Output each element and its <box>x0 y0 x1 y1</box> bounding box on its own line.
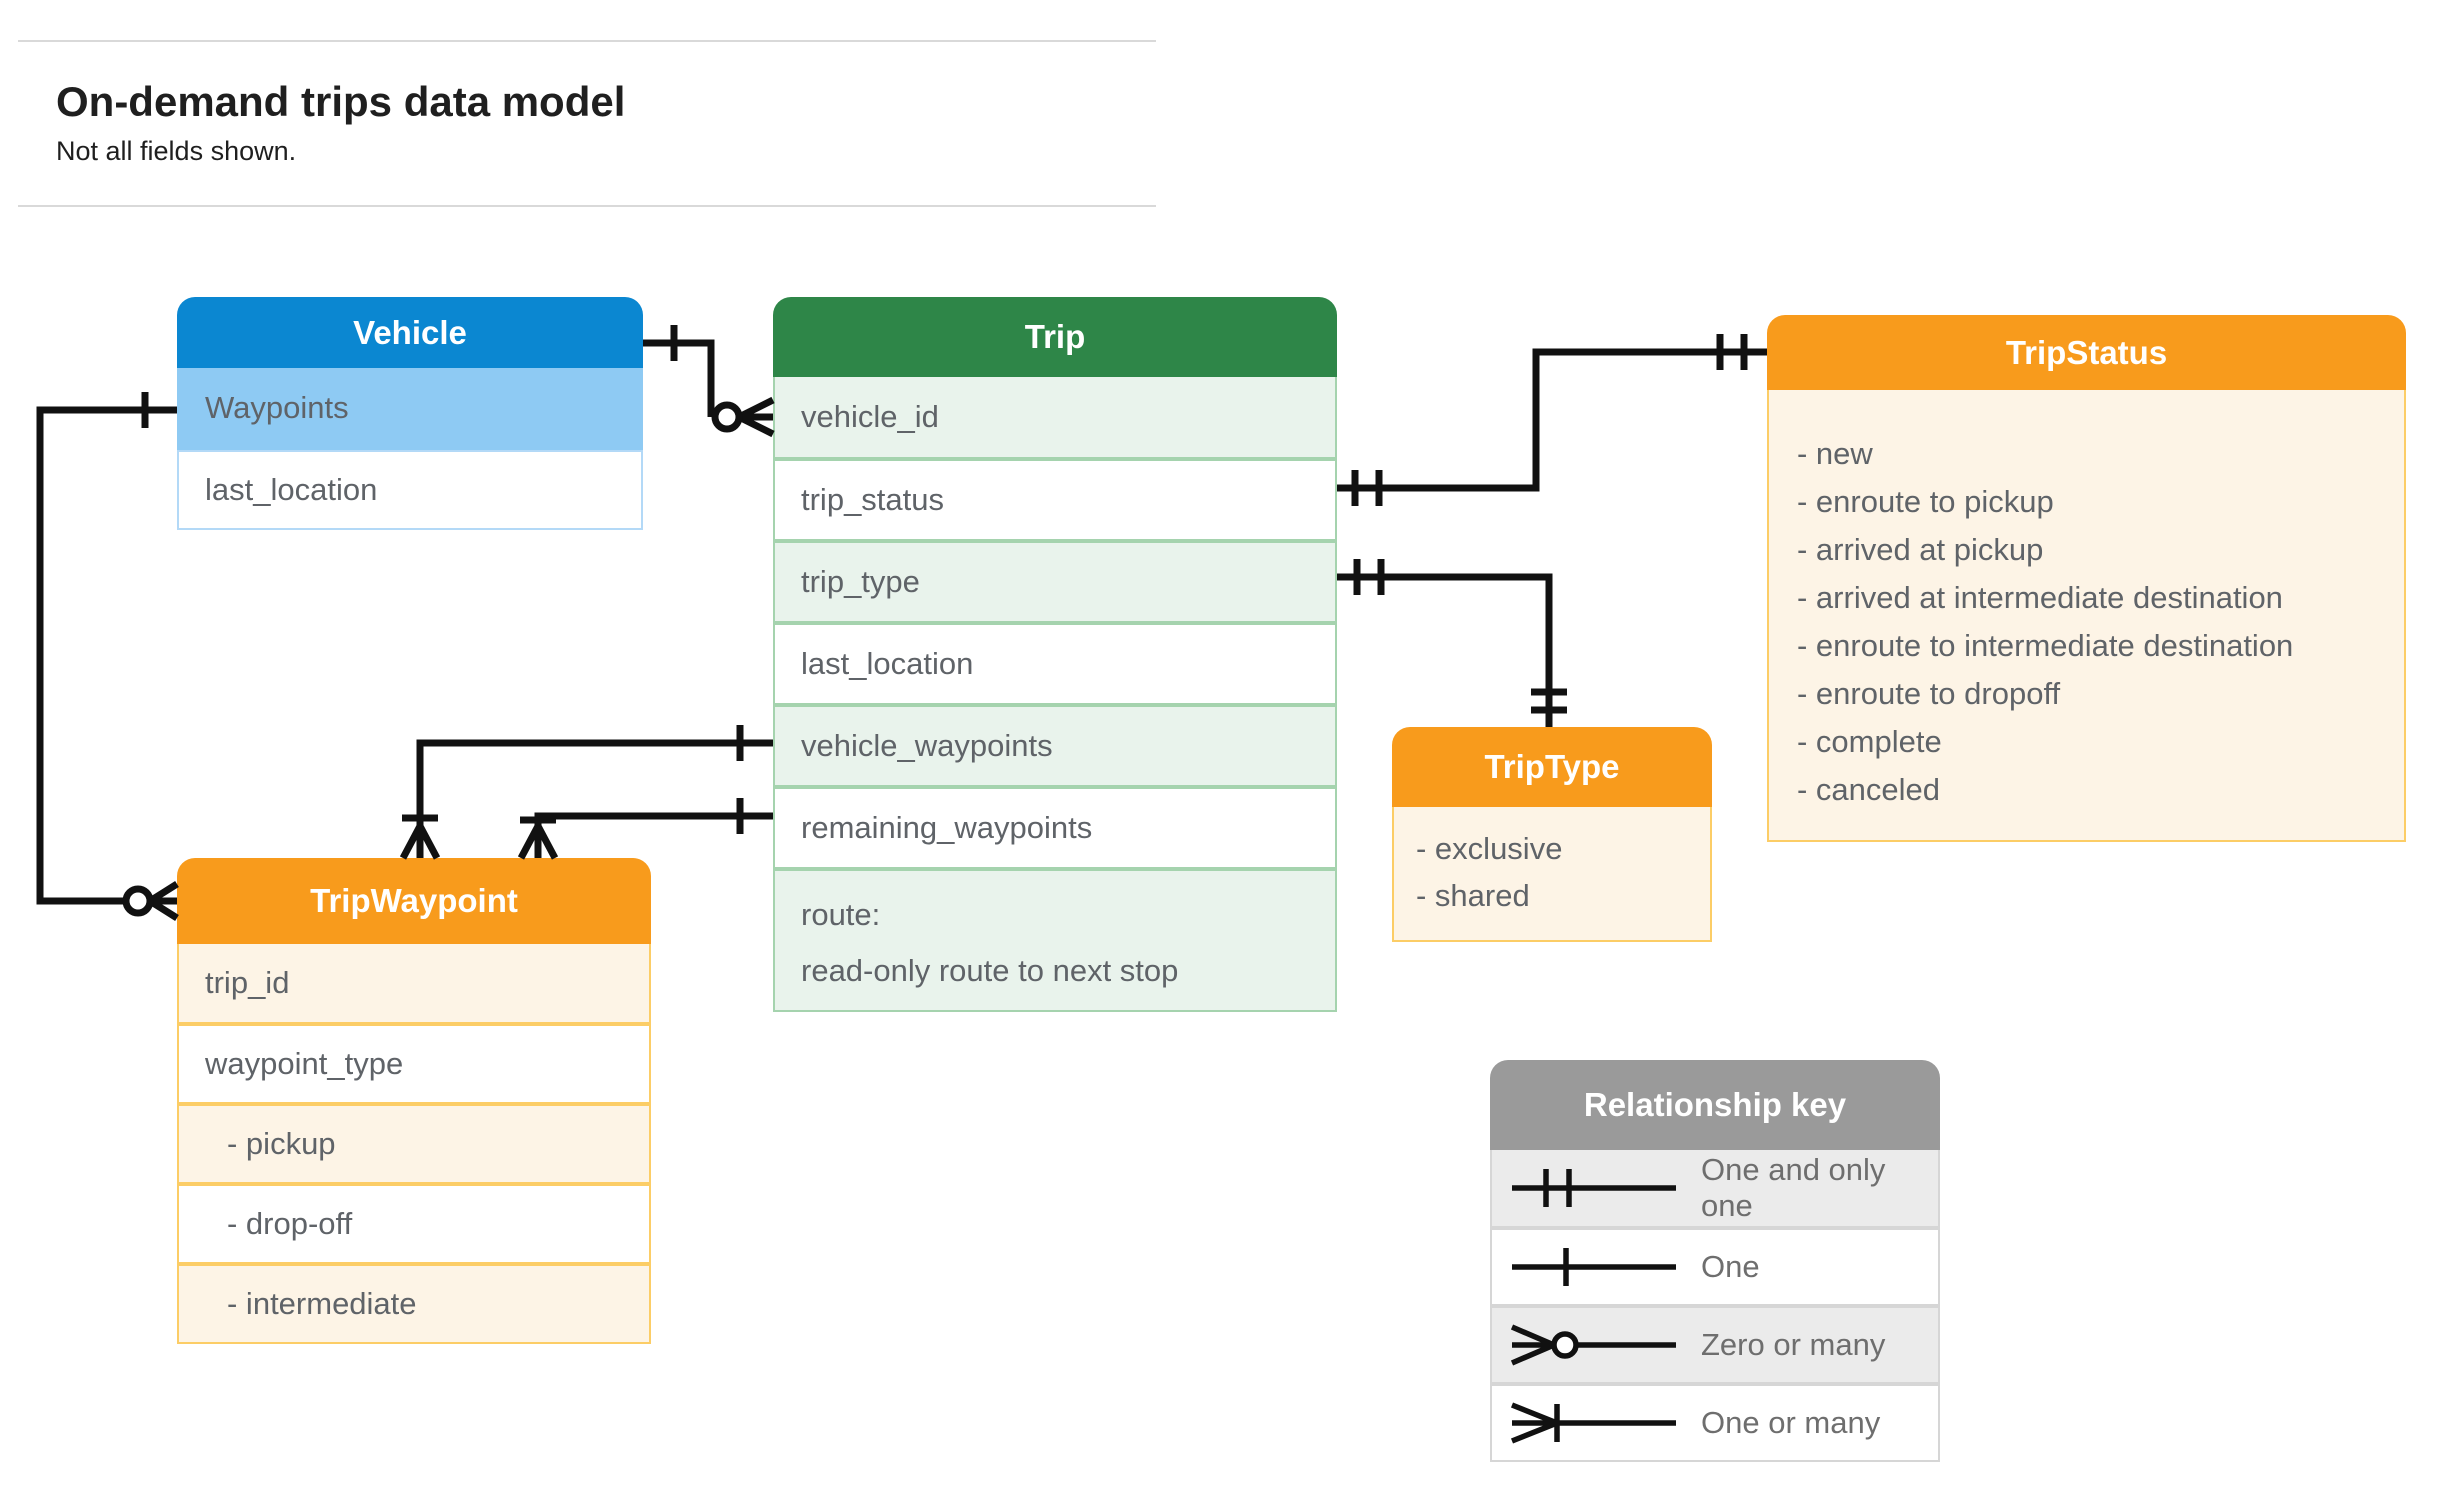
legend-label: One and only one <box>1701 1152 1886 1223</box>
entity-vehicle-header: Vehicle <box>177 297 643 368</box>
entity-tripwaypoint-header: TripWaypoint <box>177 858 651 944</box>
legend-label: One <box>1701 1249 1760 1284</box>
entity-triptype-header: TripType <box>1392 727 1712 807</box>
field-trip-remaining-waypoints: remaining_waypoints <box>773 787 1337 869</box>
connector-vehicle-to-trip <box>643 325 775 438</box>
enum-value: - enroute to pickup <box>1797 484 2054 519</box>
entity-vehicle: Vehicle Waypoints last_location <box>177 297 643 530</box>
field-trip-last-location: last_location <box>773 623 1337 705</box>
legend-label: One or many <box>1701 1405 1881 1440</box>
enum-value: - enroute to dropoff <box>1797 676 2061 711</box>
one-and-only-one-symbol <box>1512 1169 1676 1207</box>
connector-trip-status-to-tripstatus <box>1337 334 1767 506</box>
entity-tripwaypoint: TripWaypoint trip_id waypoint_type - pic… <box>177 858 651 1344</box>
enum-value: - enroute to intermediate destination <box>1797 628 2294 663</box>
connector-vehicle-waypoints-to-tripwaypoint <box>36 392 179 921</box>
field-trip-vehicle-id: vehicle_id <box>773 377 1337 459</box>
zero-or-many-symbol <box>1510 1324 1676 1366</box>
connector-remaining-waypoints-to-tripwaypoint <box>517 798 773 860</box>
enum-value: - new <box>1797 436 1873 471</box>
relationship-key-header: Relationship key <box>1490 1060 1940 1150</box>
field-trip-route-name: route: <box>801 897 881 932</box>
field-tripwaypoint-trip-id: trip_id <box>177 944 651 1024</box>
legend-label: Zero or many <box>1701 1327 1886 1362</box>
field-trip-status: trip_status <box>773 459 1337 541</box>
page-title: On-demand trips data model <box>56 78 626 125</box>
enum-pickup: - pickup <box>177 1104 651 1184</box>
enum-value: - shared <box>1416 878 1530 913</box>
legend-row-one: One <box>1490 1228 1940 1306</box>
enum-value: - exclusive <box>1416 831 1563 866</box>
connector-trip-type-to-triptype <box>1337 559 1567 727</box>
field-vehicle-waypoints: Waypoints <box>177 368 643 450</box>
one-or-many-symbol <box>1510 1402 1676 1444</box>
field-trip-route-note: read-only route to next stop <box>801 953 1179 988</box>
entity-tripstatus-header: TripStatus <box>1767 315 2406 390</box>
legend-row-zero-or-many: Zero or many <box>1490 1306 1940 1384</box>
field-trip-route: route: read-only route to next stop <box>773 869 1337 1012</box>
connector-vehicle-waypoints-field-to-tripwaypoint <box>399 725 773 860</box>
entity-tripstatus-values: - new - enroute to pickup - arrived at p… <box>1767 390 2406 842</box>
entity-trip: Trip vehicle_id trip_status trip_type la… <box>773 297 1337 1012</box>
relationship-key: Relationship key One and only one One Ze… <box>1490 1060 1940 1462</box>
enum-intermediate: - intermediate <box>177 1264 651 1344</box>
top-divider <box>18 40 1156 42</box>
page-subtitle: Not all fields shown. <box>56 136 297 166</box>
entity-trip-header: Trip <box>773 297 1337 377</box>
field-trip-vehicle-waypoints: vehicle_waypoints <box>773 705 1337 787</box>
entity-triptype-values: - exclusive - shared <box>1392 807 1712 942</box>
enum-value: - arrived at intermediate destination <box>1797 580 2283 615</box>
entity-triptype: TripType - exclusive - shared <box>1392 727 1712 942</box>
legend-row-one-and-only-one: One and only one <box>1490 1150 1940 1228</box>
entity-tripstatus: TripStatus - new - enroute to pickup - a… <box>1767 315 2406 842</box>
enum-value: - arrived at pickup <box>1797 532 2044 567</box>
enum-value: - complete <box>1797 724 1942 759</box>
title-divider <box>18 205 1156 207</box>
field-trip-type: trip_type <box>773 541 1337 623</box>
enum-value: - canceled <box>1797 772 1941 807</box>
field-tripwaypoint-waypoint-type: waypoint_type <box>177 1024 651 1104</box>
field-vehicle-last-location: last_location <box>177 450 643 530</box>
legend-row-one-or-many: One or many <box>1490 1384 1940 1462</box>
enum-drop-off: - drop-off <box>177 1184 651 1264</box>
one-symbol <box>1512 1248 1676 1286</box>
